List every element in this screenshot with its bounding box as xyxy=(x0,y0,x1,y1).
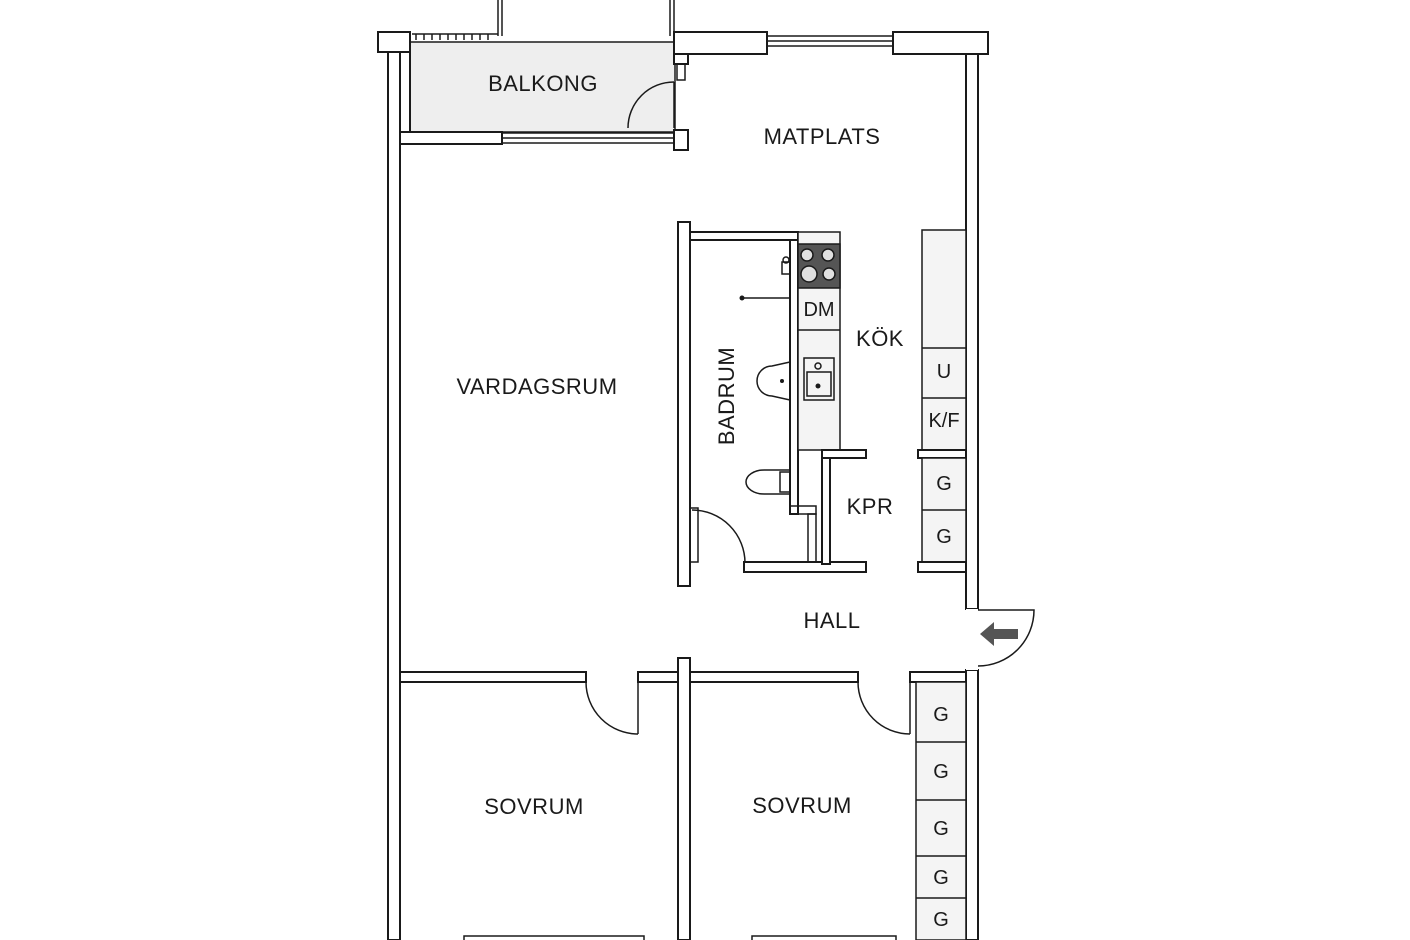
fixture-label-kf: K/F xyxy=(928,410,959,432)
room-label-kpr: KPR xyxy=(847,494,894,519)
room-label-badrum: BADRUM xyxy=(714,347,739,445)
window-bedroom-left xyxy=(463,935,645,940)
entry-door[interactable] xyxy=(966,609,1035,670)
kitchen-counter xyxy=(797,231,867,565)
shower-icon xyxy=(739,256,791,301)
window-bedroom-right xyxy=(751,935,897,940)
washbasin-icon xyxy=(756,361,791,401)
room-label-balkong: BALKONG xyxy=(488,71,598,96)
kpr-closets xyxy=(917,457,967,573)
balcony-door[interactable] xyxy=(627,81,675,129)
wardrobes xyxy=(915,681,967,940)
bedroom-right-door[interactable] xyxy=(857,681,911,735)
room-label-kok: KÖK xyxy=(856,326,904,351)
fixture-label-g: G xyxy=(933,818,949,840)
bathroom-walls xyxy=(677,221,867,587)
bedroom-left-door[interactable] xyxy=(585,681,639,735)
room-label-sovrum-left: SOVRUM xyxy=(484,794,584,819)
kitchen-tall-cabinets xyxy=(917,229,967,459)
room-label-sovrum-right: SOVRUM xyxy=(752,793,852,818)
room-label-hall: HALL xyxy=(803,608,860,633)
bathroom-door[interactable] xyxy=(691,509,746,564)
room-label-vardagsrum: VARDAGSRUM xyxy=(456,374,617,399)
fixture-label-dm: DM xyxy=(803,299,834,321)
fixture-label-g: G xyxy=(936,473,952,495)
fixture-label-u: U xyxy=(937,361,951,383)
room-label-matplats: MATPLATS xyxy=(764,124,881,149)
fixture-label-g: G xyxy=(933,704,949,726)
toilet-icon xyxy=(745,469,791,495)
fixture-label-g: G xyxy=(933,761,949,783)
fixture-label-g: G xyxy=(936,526,952,548)
fixture-label-g: G xyxy=(933,867,949,889)
balcony xyxy=(409,0,676,133)
balcony-railing xyxy=(412,33,498,40)
sink-icon xyxy=(803,357,835,401)
fixture-label-g: G xyxy=(933,909,949,931)
entry-arrow-icon xyxy=(980,622,1018,646)
